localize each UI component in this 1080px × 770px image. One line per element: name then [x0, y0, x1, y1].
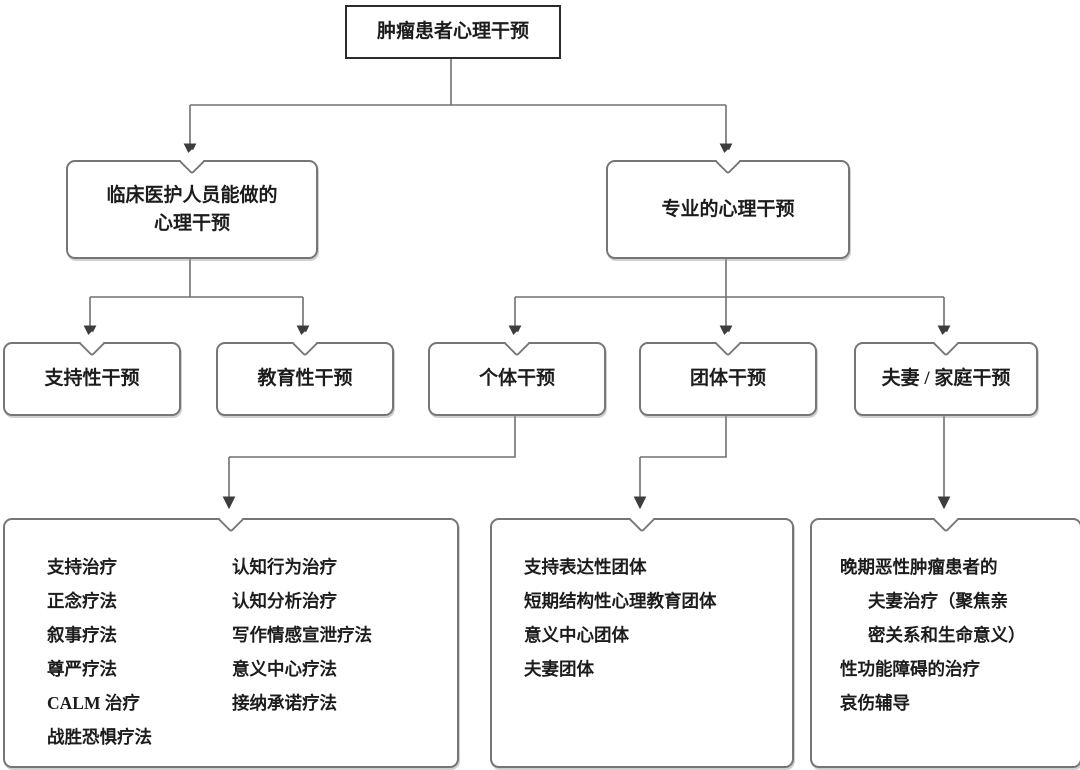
couple-family-methods-list: 晚期恶性肿瘤患者的 夫妻治疗（聚焦亲 密关系和生命意义） 性功能障碍的治疗 哀伤…	[812, 520, 1080, 720]
node-root-label: 肿瘤患者心理干预	[376, 21, 529, 43]
node-individual-intervention: 个体干预	[428, 331, 606, 416]
node-individual-label: 个体干预	[478, 368, 555, 390]
box-group-methods: 支持表达性团体 短期结构性心理教育团体 意义中心团体 夫妻团体	[490, 507, 794, 768]
list-item: 认知行为治疗	[232, 557, 337, 577]
list-item: 写作情感宣泄疗法	[232, 625, 372, 645]
list-item: 正念疗法	[47, 591, 117, 611]
list-item: 夫妻治疗（聚焦亲	[868, 591, 1008, 611]
list-item: 晚期恶性肿瘤患者的	[840, 557, 998, 577]
node-clinical-intervention: 临床医护人员能做的 心理干预	[66, 149, 318, 259]
list-item: 哀伤辅导	[840, 693, 910, 713]
list-item: 支持治疗	[47, 557, 117, 577]
node-clinical-line1: 临床医护人员能做的	[106, 184, 278, 206]
individual-methods-col1: 支持治疗 正念疗法 叙事疗法 尊严疗法 CALM 治疗 战胜恐惧疗法	[47, 550, 232, 754]
list-item: 战胜恐惧疗法	[47, 727, 152, 747]
node-professional-label: 专业的心理干预	[661, 198, 795, 220]
list-item: 认知分析治疗	[232, 591, 337, 611]
node-couple-family-label: 夫妻 / 家庭干预	[881, 368, 1011, 390]
node-couple-family-intervention: 夫妻 / 家庭干预	[854, 331, 1038, 416]
box-individual-methods: 支持治疗 正念疗法 叙事疗法 尊严疗法 CALM 治疗 战胜恐惧疗法 认知行为治…	[3, 507, 459, 768]
node-supportive-label: 支持性干预	[44, 368, 140, 390]
list-item: 接纳承诺疗法	[232, 693, 337, 713]
box-couple-family-methods: 晚期恶性肿瘤患者的 夫妻治疗（聚焦亲 密关系和生命意义） 性功能障碍的治疗 哀伤…	[810, 507, 1080, 768]
node-educational-intervention: 教育性干预	[216, 331, 394, 416]
list-item: 叙事疗法	[47, 625, 117, 645]
group-methods-list: 支持表达性团体 短期结构性心理教育团体 意义中心团体 夫妻团体	[492, 520, 792, 686]
node-educational-label: 教育性干预	[257, 368, 353, 390]
list-item: 意义中心团体	[524, 625, 629, 645]
list-item: 尊严疗法	[47, 659, 117, 679]
list-item: 短期结构性心理教育团体	[524, 591, 717, 611]
node-group-intervention: 团体干预	[639, 331, 817, 416]
list-item: 意义中心疗法	[232, 659, 337, 679]
node-professional-intervention: 专业的心理干预	[606, 149, 850, 259]
node-clinical-label: 临床医护人员能做的 心理干预	[106, 182, 277, 237]
node-group-label: 团体干预	[689, 368, 766, 390]
node-supportive-intervention: 支持性干预	[3, 331, 181, 416]
individual-methods-col2: 认知行为治疗 认知分析治疗 写作情感宣泄疗法 意义中心疗法 接纳承诺疗法	[232, 550, 457, 754]
list-item: CALM 治疗	[47, 693, 140, 713]
node-clinical-line2: 心理干预	[153, 212, 230, 234]
node-root: 肿瘤患者心理干预	[345, 5, 561, 59]
list-item: 密关系和生命意义）	[868, 625, 1026, 645]
list-item: 支持表达性团体	[524, 557, 647, 577]
individual-methods-columns: 支持治疗 正念疗法 叙事疗法 尊严疗法 CALM 治疗 战胜恐惧疗法 认知行为治…	[5, 520, 457, 754]
list-item: 夫妻团体	[524, 659, 594, 679]
list-item: 性功能障碍的治疗	[840, 659, 980, 679]
